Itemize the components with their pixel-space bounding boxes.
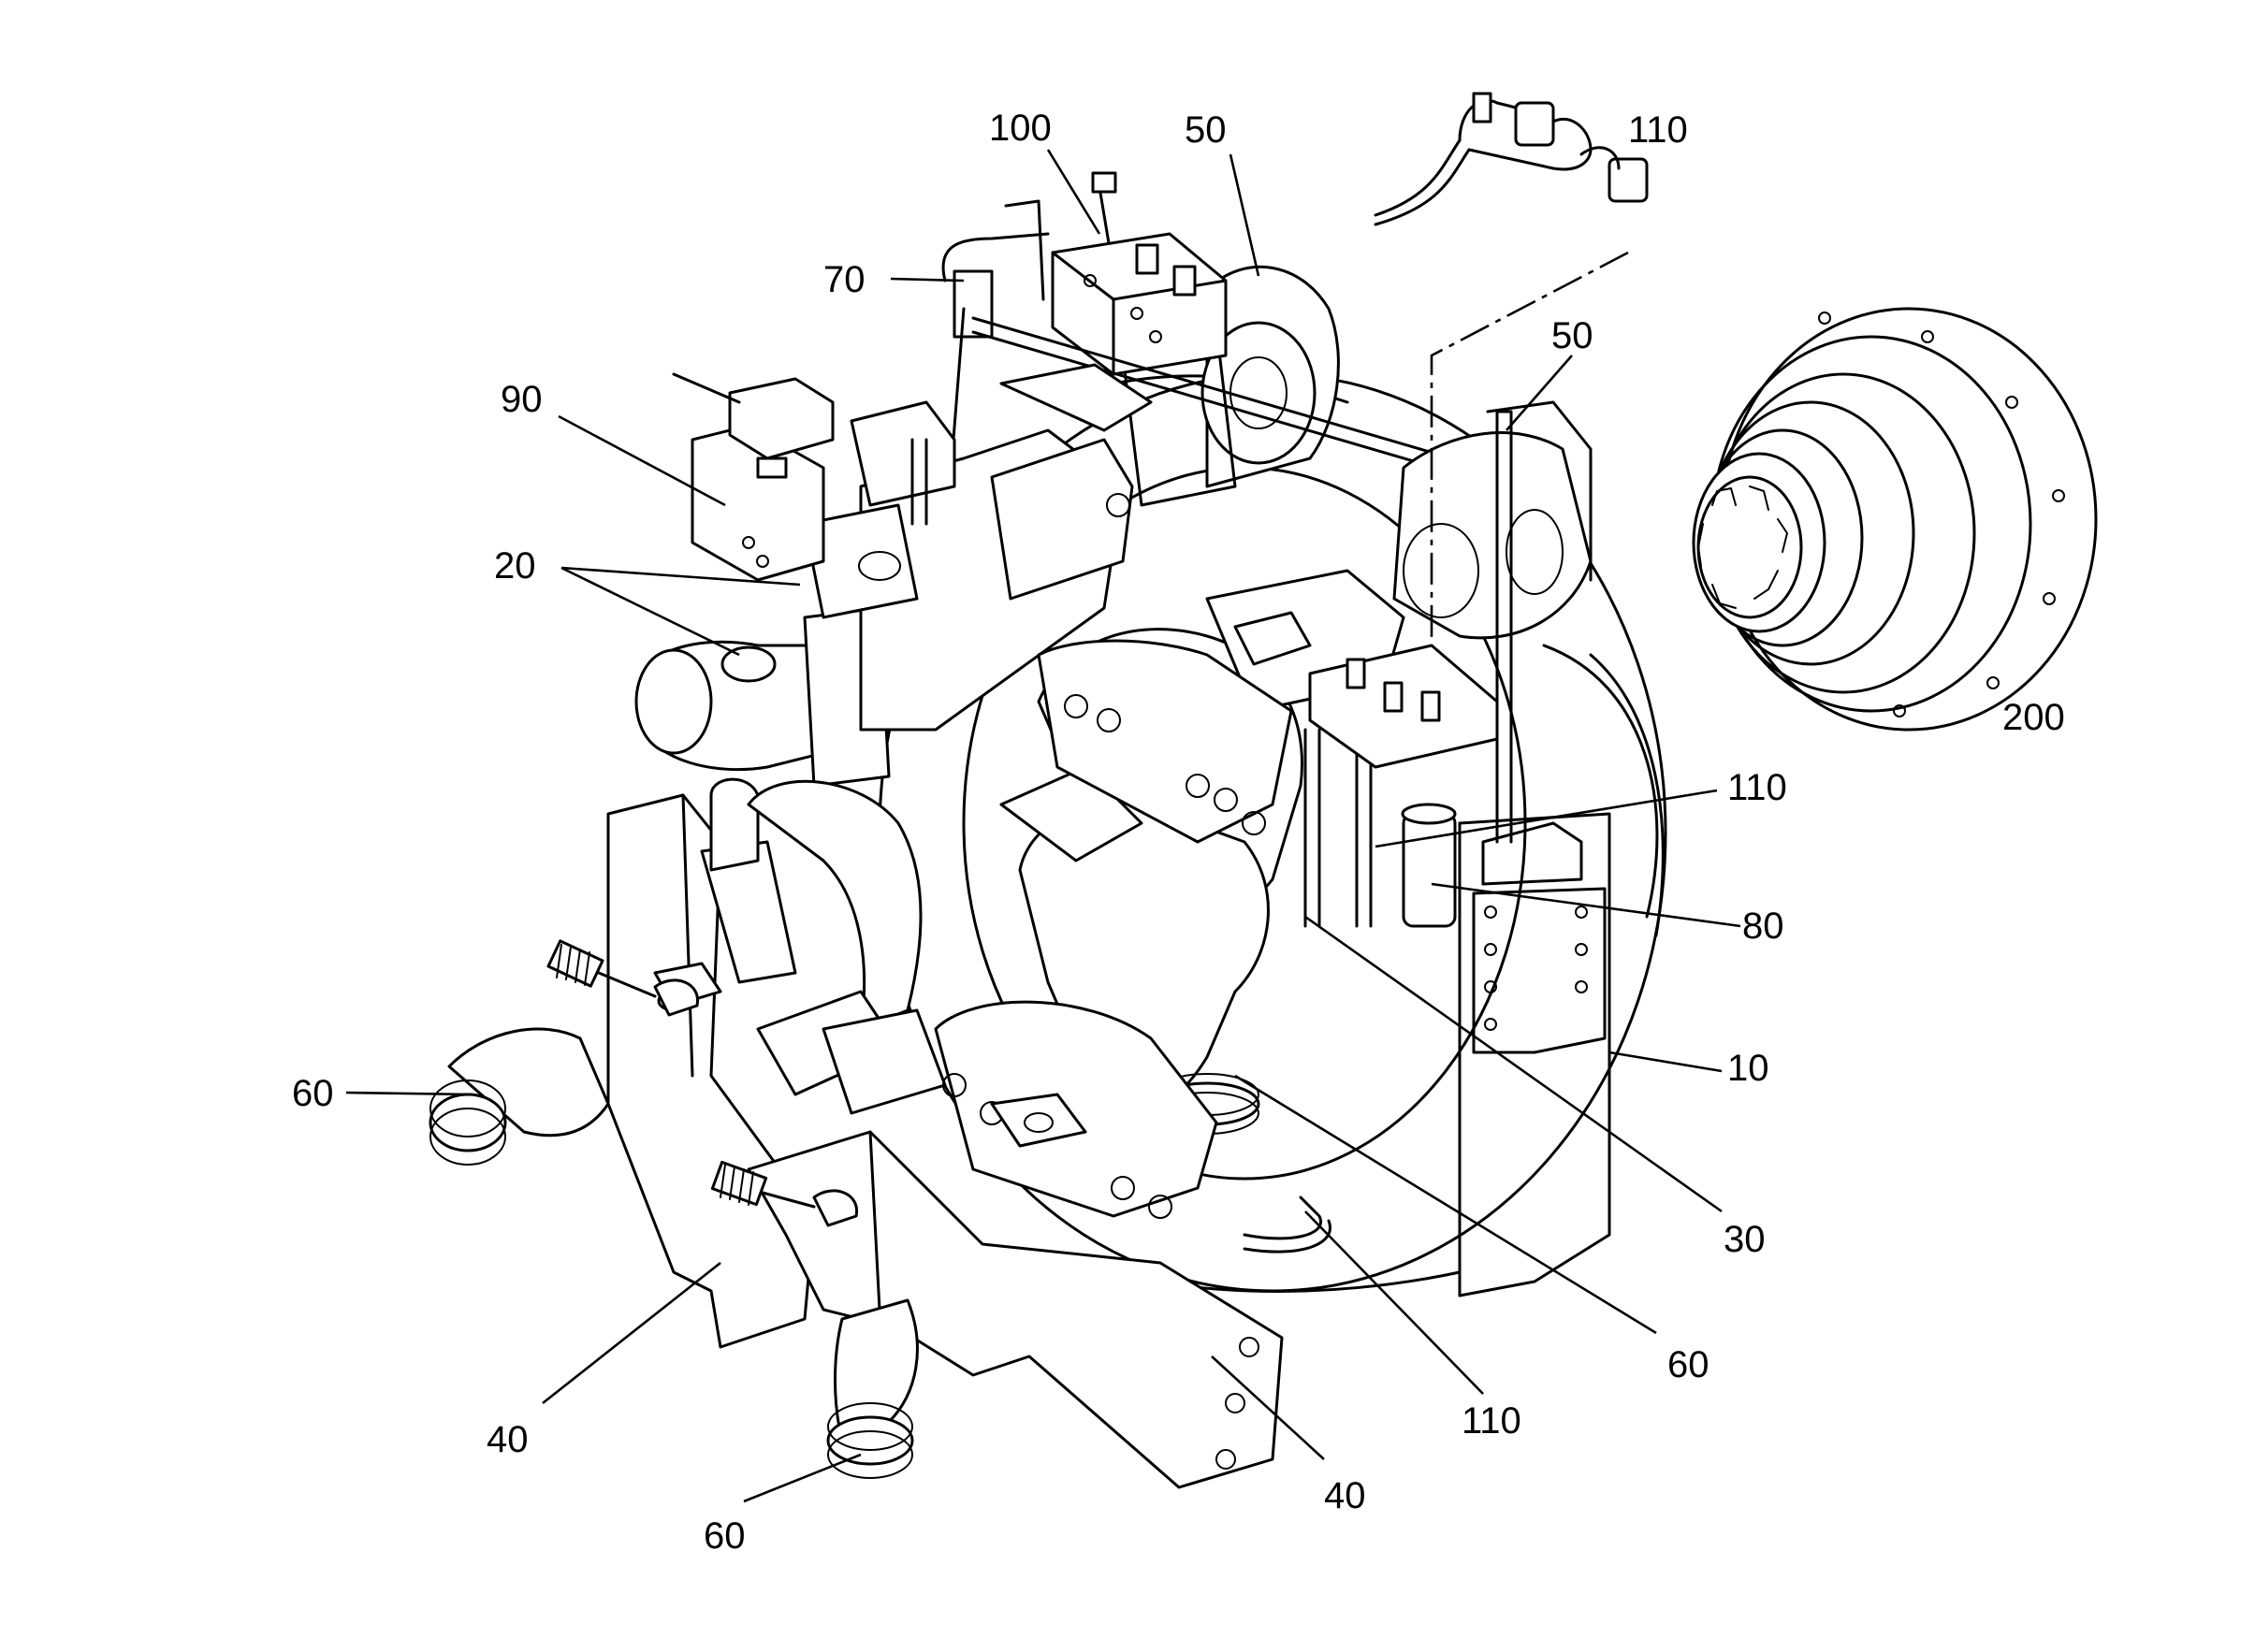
pipe-rods: [1303, 410, 1513, 928]
hose-110-lower: [1243, 1196, 1331, 1253]
label-200: 200: [2002, 697, 2065, 738]
label-50-right: 50: [1551, 315, 1593, 356]
label-60-right: 60: [1667, 1344, 1709, 1385]
turbine-block-upper: [1037, 639, 1293, 844]
reference-labels: 100 50 110 70 50 90 20 200 110 80 10 60 …: [292, 108, 2065, 1557]
label-90: 90: [501, 379, 543, 420]
label-40-lower: 40: [1324, 1475, 1366, 1516]
label-110-low: 110: [1462, 1400, 1521, 1442]
coupling-flange-200: [1692, 307, 2098, 732]
label-60-left: 60: [292, 1073, 334, 1114]
label-40-left: 40: [487, 1419, 529, 1460]
pipe-fitting-top: [850, 363, 1153, 526]
label-60-lower: 60: [704, 1515, 746, 1557]
leader-110-mid: [1375, 789, 1718, 848]
leader-70: [890, 277, 965, 283]
label-10: 10: [1727, 1048, 1769, 1089]
gearbox-housing-10: [1458, 812, 1611, 1297]
threaded-fitting-left: [546, 939, 699, 1017]
pump-50-right: [1392, 400, 1593, 640]
elbow-60-lower: [826, 1298, 919, 1479]
leader-60-right: [1234, 1074, 1657, 1335]
leader-60-lower: [743, 1453, 862, 1503]
threaded-fitting-lower: [710, 1160, 858, 1227]
control-valve-90: [672, 372, 835, 582]
filter-80: [1401, 803, 1457, 928]
pump-50-top: [1121, 265, 1340, 507]
valve-block-100: [1051, 171, 1228, 376]
assembly-centerline: [1430, 251, 1629, 702]
label-110-mid: 110: [1727, 767, 1787, 808]
leader-100: [1046, 149, 1101, 235]
valve-assembly-40-lower: [747, 1000, 1284, 1489]
leader-50-top: [1229, 153, 1260, 277]
leader-90: [558, 414, 726, 507]
leader-50-right: [1506, 355, 1573, 431]
label-100: 100: [989, 108, 1052, 149]
leader-40-left: [542, 1261, 721, 1405]
hose-110-detached: [1374, 92, 1649, 226]
label-80: 80: [1742, 906, 1784, 947]
label-70: 70: [823, 259, 866, 300]
leader-40-lower: [1211, 1355, 1325, 1460]
leader-20-b: [560, 566, 740, 657]
leader-110-low: [1304, 1210, 1484, 1395]
leader-20-a: [560, 566, 801, 587]
label-20: 20: [494, 545, 536, 587]
label-110-top: 110: [1628, 109, 1688, 151]
leader-10: [1608, 1051, 1723, 1073]
valve-assembly-40-left: [429, 777, 816, 1349]
manifold-block: [1308, 644, 1499, 769]
leader-30: [1304, 915, 1723, 1213]
leader-80: [1431, 882, 1741, 928]
leader-60-left: [345, 1091, 473, 1096]
label-30: 30: [1724, 1219, 1766, 1260]
hydraulic-pump-20: [634, 428, 1134, 788]
label-50-top: 50: [1185, 109, 1227, 151]
leader-lines: [345, 149, 1741, 1503]
